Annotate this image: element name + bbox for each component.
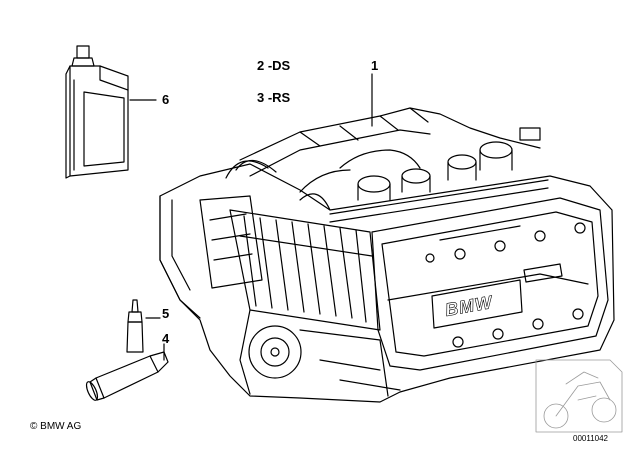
- callout-bottle: 5: [162, 306, 170, 321]
- callout-tube: 4: [162, 331, 170, 346]
- document-id: 00011042: [573, 434, 608, 443]
- callout-ds: 2 -DS: [257, 58, 291, 73]
- grease-tube-illustration: [85, 343, 169, 401]
- callout-oil: 6: [162, 92, 170, 107]
- sealant-bottle-illustration: [126, 299, 161, 353]
- oil-bottle-illustration: [65, 45, 157, 179]
- copyright: © BMW AG: [30, 421, 82, 432]
- engine-illustration: [159, 73, 615, 403]
- callout-engine: 1: [371, 58, 379, 73]
- callout-rs: 3 -RS: [257, 90, 291, 105]
- bmw-motorcycle-watermark: [535, 359, 623, 433]
